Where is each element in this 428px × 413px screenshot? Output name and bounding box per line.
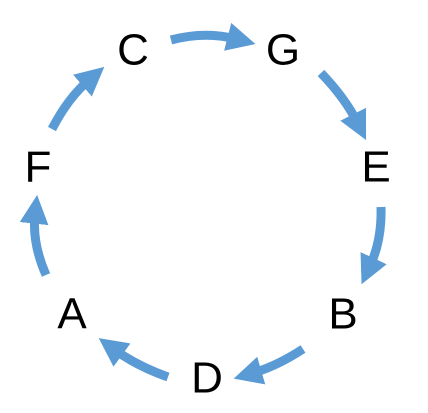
node-a: A [57, 290, 87, 339]
arrow-g-to-e [317, 69, 367, 141]
arrow-b-to-d [233, 345, 306, 385]
node-f: F [25, 143, 52, 192]
arrow-c-to-g [169, 22, 256, 51]
node-e: E [361, 143, 390, 192]
arrow-group [19, 22, 387, 385]
arrow-f-to-c [48, 66, 105, 132]
node-c: C [117, 26, 149, 75]
node-b: B [328, 290, 357, 339]
arrow-d-to-a [98, 338, 170, 382]
node-d: D [191, 354, 223, 403]
arrow-a-to-f [19, 194, 51, 277]
arrow-e-to-b [360, 206, 387, 285]
node-g: G [266, 26, 300, 75]
